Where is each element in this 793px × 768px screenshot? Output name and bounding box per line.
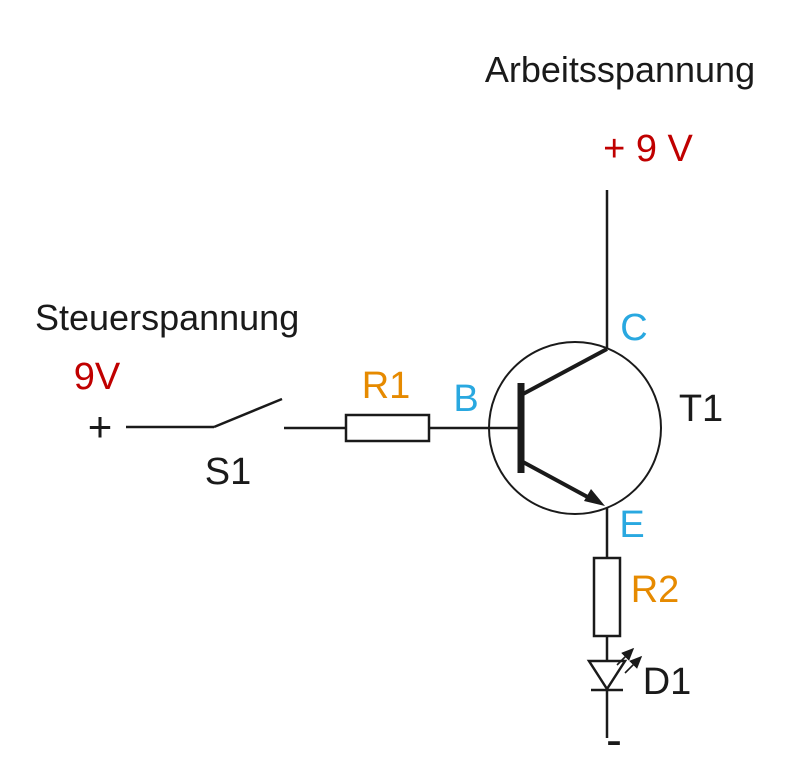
transistor-body — [488, 341, 662, 515]
collector-label: C — [620, 307, 647, 349]
switch-blade — [213, 397, 283, 429]
transistor-collector-segment — [522, 347, 608, 396]
working-voltage-value: + 9 V — [603, 128, 693, 170]
led-triangle — [586, 659, 628, 692]
resistor-r2-label: R2 — [631, 569, 680, 611]
control-voltage-value: 9V — [74, 356, 121, 398]
transistor-label: T1 — [679, 388, 723, 430]
led-light-arrow-2 — [624, 655, 643, 674]
minus-terminal-label: - — [606, 714, 622, 767]
led-light-arrow-1 — [616, 647, 635, 666]
resistor-r2-body — [592, 556, 622, 638]
emitter-label: E — [619, 504, 644, 546]
plus-terminal-label: + — [88, 403, 113, 450]
base-label: B — [453, 378, 478, 420]
working-voltage-title: Arbeitsspannung — [485, 49, 755, 90]
transistor-emitter-arrow — [584, 489, 605, 506]
switch-label: S1 — [205, 451, 251, 493]
resistor-r1-label: R1 — [362, 365, 411, 407]
diode-label: D1 — [643, 661, 692, 703]
resistor-r1-body — [344, 413, 431, 443]
control-voltage-title: Steuerspannung — [35, 297, 299, 338]
transistor-emitter-segment — [522, 460, 596, 503]
